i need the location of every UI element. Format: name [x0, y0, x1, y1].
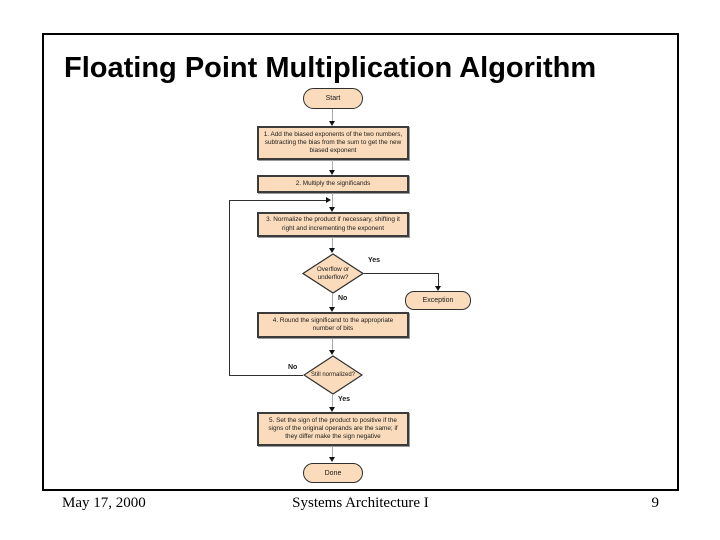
arrowhead-down-icon [329, 407, 335, 412]
arrowhead-down-icon [329, 207, 335, 212]
connector-step1-step2 [332, 160, 333, 171]
connector-decision1-step4 [332, 294, 333, 308]
footer-course: Systems Architecture I [292, 495, 429, 511]
yes-loop-label: Yes [338, 396, 351, 403]
diamond-shape-icon [302, 253, 364, 294]
yes-branch-label: Yes [368, 257, 381, 264]
connector-step3-decision1 [332, 237, 333, 249]
footer-page-number: 9 [651, 495, 660, 511]
flowchart-step-2: 2. Multiply the significands [257, 175, 409, 193]
flowchart-exception-node: Exception [405, 291, 471, 310]
yes-branch-line [364, 273, 438, 274]
no-loop-label: No [288, 364, 298, 371]
connector-step5-done [332, 446, 333, 458]
yes-branch-drop-line [438, 273, 439, 287]
arrowhead-down-icon [329, 121, 335, 126]
flowchart-decision-overflow: Overflow or underflow? [302, 253, 364, 294]
connector-start-step1 [332, 109, 333, 122]
decision-overflow-label: Overflow or underflow? [316, 266, 350, 281]
flowchart-step-3: 3. Normalize the product if necessary, s… [257, 212, 409, 237]
flowchart-done-node: Done [303, 463, 363, 483]
arrowhead-down-icon [329, 350, 335, 355]
no-loop-line [229, 375, 303, 376]
flowchart-start-node: Start [303, 88, 363, 109]
done-label: Done [324, 469, 342, 477]
arrowhead-down-icon [435, 286, 441, 291]
start-label: Start [325, 95, 341, 102]
arrowhead-right-icon [326, 197, 331, 203]
connector-step2-step3 [332, 193, 333, 208]
flowchart-decision-normalized: Still normalized? [303, 355, 363, 395]
arrowhead-down-icon [329, 307, 335, 312]
connector-decision2-step5 [332, 395, 333, 408]
step-4-label: 4. Round the significand to the appropri… [272, 316, 394, 332]
arrowhead-down-icon [329, 248, 335, 253]
footer-date: May 17, 2000 [62, 495, 146, 511]
decision-normalized-label: Still normalized? [310, 371, 356, 378]
no-branch-label: No [338, 295, 348, 302]
feedback-loop-vertical-line [229, 200, 230, 375]
flowchart-step-4: 4. Round the significand to the appropri… [257, 312, 409, 338]
step-5-label: 5. Set the sign of the product to positi… [268, 416, 398, 441]
connector-step4-decision2 [332, 338, 333, 351]
slide-title: Floating Point Multiplication Algorithm [64, 52, 597, 84]
diamond-shape-icon [303, 355, 363, 395]
flowchart-step-5: 5. Set the sign of the product to positi… [257, 412, 409, 446]
feedback-loop-horizontal-line [229, 200, 326, 201]
exception-label: Exception [422, 297, 454, 304]
arrowhead-down-icon [329, 170, 335, 175]
step-2-label: 2. Multiply the significands [295, 179, 371, 187]
slide-footer: Systems Architecture I May 17, 2000 9 [42, 495, 679, 515]
step-1-label: 1. Add the biased exponents of the two n… [263, 130, 403, 155]
arrowhead-down-icon [329, 457, 335, 462]
step-3-label: 3. Normalize the product if necessary, s… [266, 216, 400, 232]
flowchart-step-1: 1. Add the biased exponents of the two n… [257, 126, 409, 160]
